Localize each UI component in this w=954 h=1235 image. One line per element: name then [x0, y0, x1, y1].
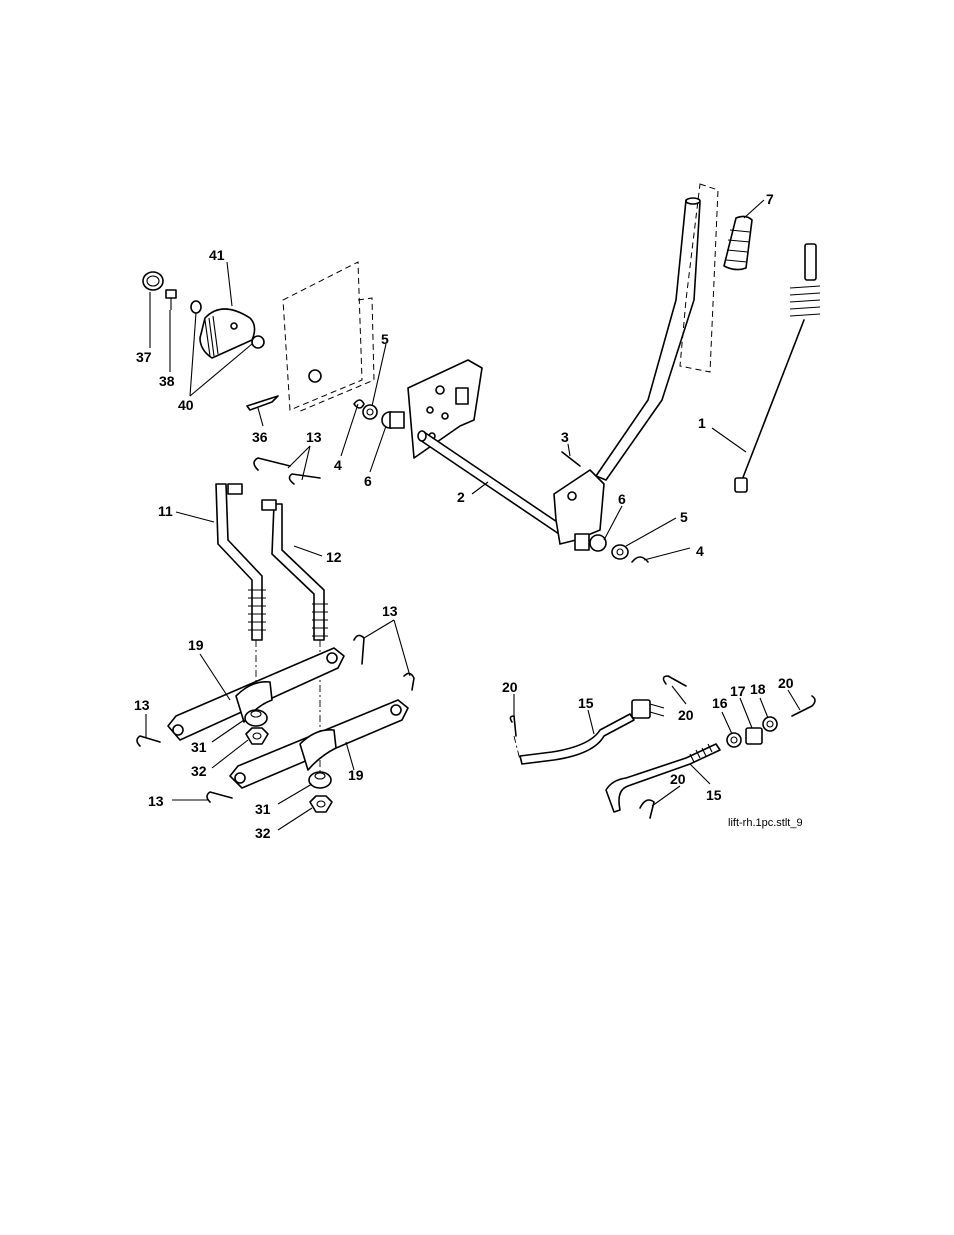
lift-link-11 [216, 484, 266, 640]
label-37: 37 [136, 349, 152, 365]
knob-bolt [166, 290, 176, 310]
hairpin-20-c [792, 696, 815, 716]
lift-shaft [418, 431, 566, 536]
lift-link-12 [262, 500, 328, 640]
label-16: 16 [712, 695, 728, 711]
bushing-31-lower [309, 772, 331, 788]
link-rod-15-lower [606, 744, 720, 812]
hairpin-clip-13-top [254, 458, 320, 484]
label-15-lower: 15 [706, 787, 722, 803]
label-13-right: 13 [382, 603, 398, 619]
trunnion-upper [632, 700, 664, 718]
lift-knob [200, 309, 255, 358]
right-washer-5 [612, 545, 628, 559]
label-38: 38 [159, 373, 175, 389]
label-36: 36 [252, 429, 268, 445]
label-19-upper: 19 [188, 637, 204, 653]
label-1: 1 [698, 415, 706, 431]
label-4-left: 4 [334, 457, 342, 473]
label-20-b: 20 [678, 707, 694, 723]
lift-shaft-bracket-plate [408, 360, 482, 458]
label-20-a: 20 [502, 679, 518, 695]
hairpin-20-b [663, 676, 686, 686]
label-12: 12 [326, 549, 342, 565]
label-13-top: 13 [306, 429, 322, 445]
label-31-upper: 31 [191, 739, 207, 755]
bushing-31-upper [245, 710, 267, 726]
label-18: 18 [750, 681, 766, 697]
label-19-lower: 19 [348, 767, 364, 783]
label-7: 7 [766, 191, 774, 207]
label-6-right: 6 [618, 491, 626, 507]
label-2: 2 [457, 489, 465, 505]
ferrule-16 [727, 733, 741, 747]
hairpin-20-d [640, 800, 654, 818]
label-40: 40 [178, 397, 194, 413]
label-13-left: 13 [134, 697, 150, 713]
right-bushing-6 [575, 534, 606, 551]
label-6-left: 6 [364, 473, 372, 489]
link-rod-15-upper [520, 714, 634, 764]
left-hairpin-4 [354, 400, 364, 408]
nut-32-upper [246, 728, 268, 744]
knob-grip-ring [143, 272, 163, 290]
trunnion-17 [746, 728, 762, 744]
nut-32-lower [310, 796, 332, 812]
callout-labels: 41 37 38 40 36 5 4 6 7 1 3 2 6 5 4 13 11… [134, 191, 803, 841]
washer-18 [763, 717, 777, 731]
left-washer-5 [363, 405, 377, 419]
hairpin-clip-13-bottom [207, 792, 232, 802]
label-20-d: 20 [670, 771, 686, 787]
label-17: 17 [730, 683, 746, 699]
lift-lever [554, 198, 700, 544]
label-20-c: 20 [778, 675, 794, 691]
frame-plate-outline [283, 262, 374, 412]
label-15-upper: 15 [578, 695, 594, 711]
hairpin-clip-13-left [137, 736, 160, 746]
clevis-pin [562, 452, 580, 466]
lift-rod [735, 244, 820, 492]
label-32-lower: 32 [255, 825, 271, 841]
left-bushing-6 [382, 412, 404, 428]
label-41: 41 [209, 247, 225, 263]
plate-stud [309, 370, 321, 382]
hairpin-clip-13-right [354, 635, 414, 690]
handle-grip [724, 216, 752, 269]
label-11: 11 [158, 503, 173, 519]
centerline-20a [514, 736, 520, 760]
label-5-left: 5 [381, 331, 389, 347]
label-3: 3 [561, 429, 569, 445]
spring-clip [247, 396, 278, 410]
label-32-upper: 32 [191, 763, 207, 779]
leader-lines [146, 200, 800, 830]
label-31-lower: 31 [255, 801, 271, 817]
label-4-right: 4 [696, 543, 704, 559]
label-5-right: 5 [680, 509, 688, 525]
label-13-bottom: 13 [148, 793, 164, 809]
figure-filename: lift-rh.1pc.stlt_9 [728, 817, 803, 829]
hairpin-20-a [510, 716, 516, 736]
